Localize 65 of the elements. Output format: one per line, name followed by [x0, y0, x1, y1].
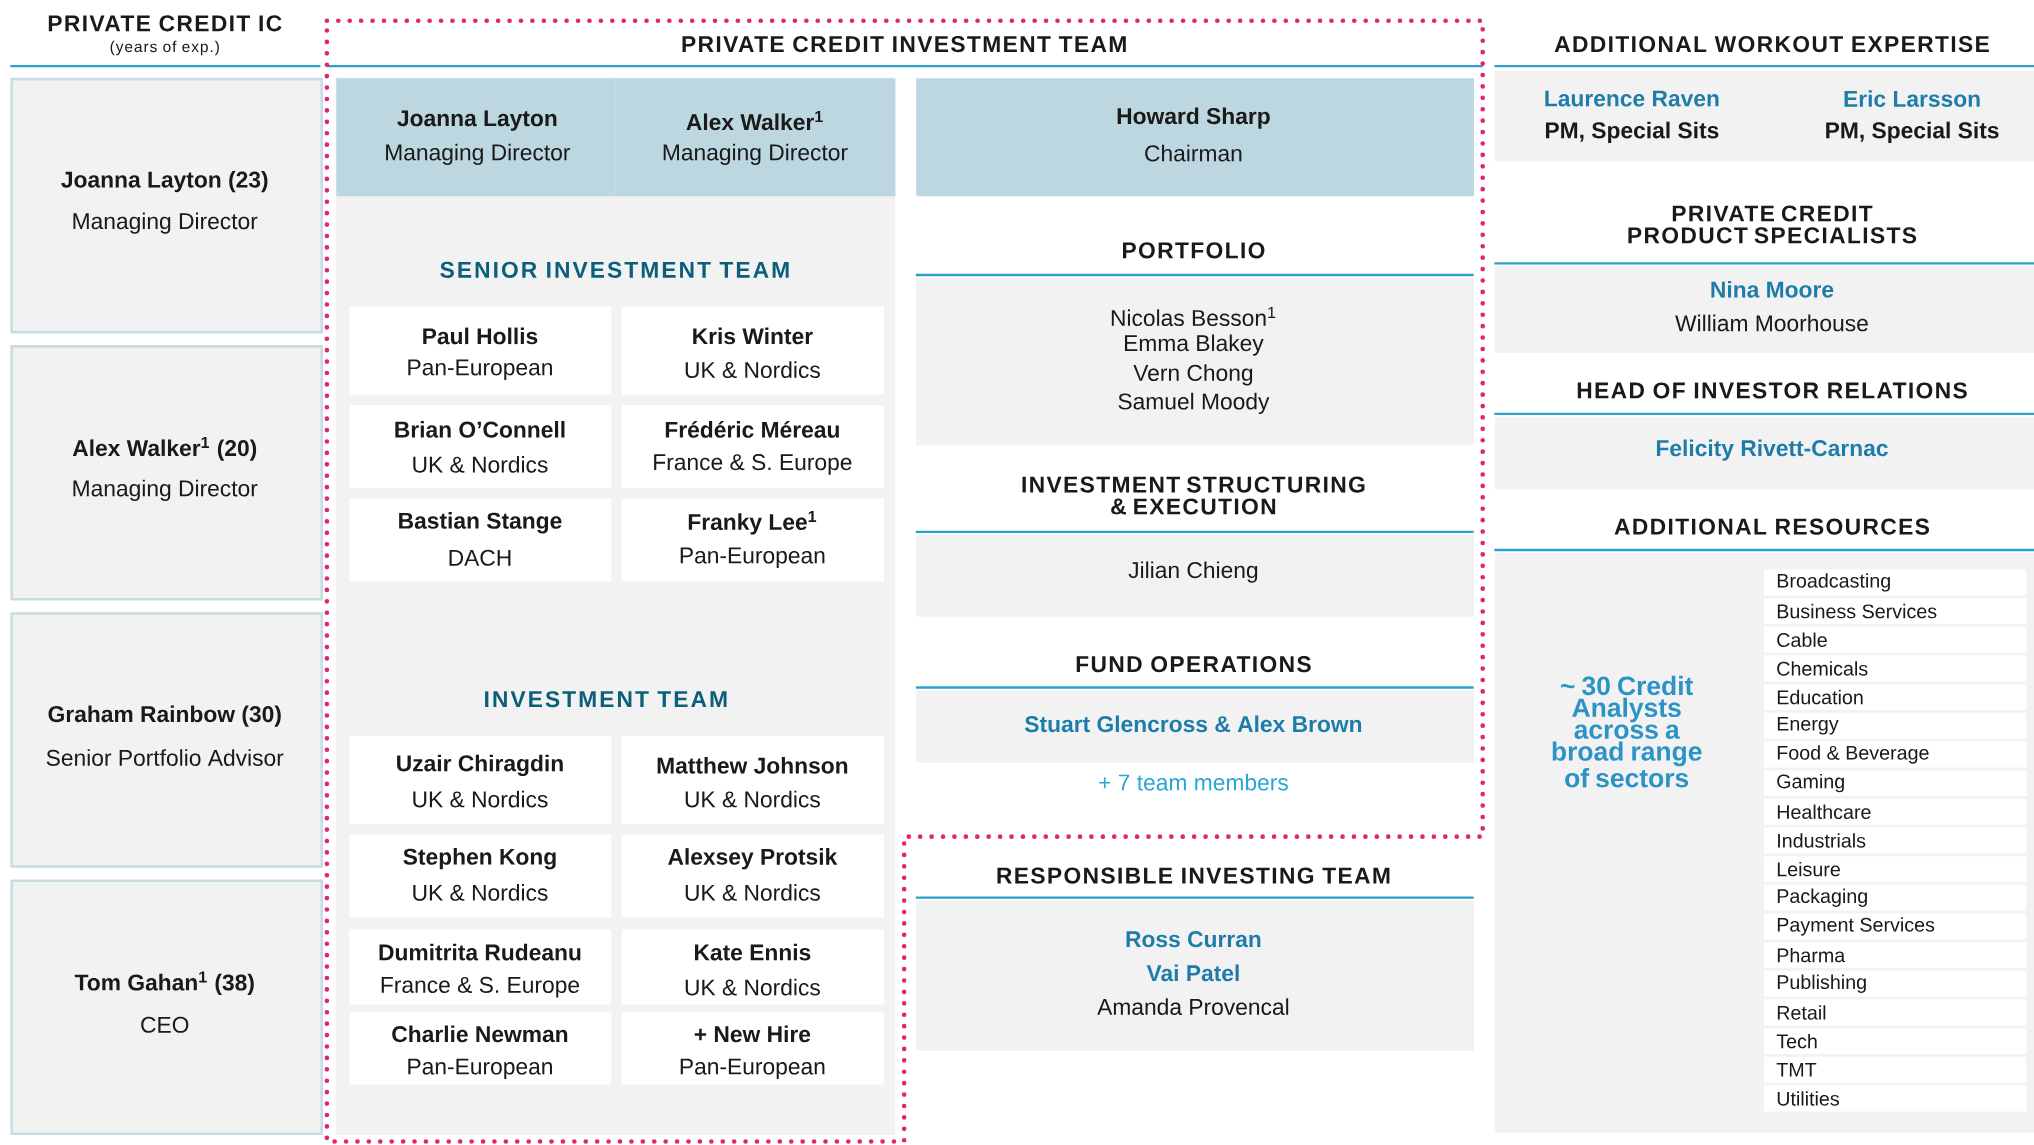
person-card: Joanna Layton (23) Managing Director: [10, 77, 323, 334]
sector-row: Healthcare: [1764, 798, 2027, 825]
sector-row: Leisure: [1764, 855, 2027, 882]
sector-row: Utilities: [1764, 1085, 2027, 1112]
person-card: Tom Gahan$^{1}$ (38) CEO: [10, 879, 323, 1135]
team-section: HEAD OF INVESTOR RELATIONS Felicity Rivett-Carnac: [1494, 382, 2034, 490]
person-card: Franky Lee$^{1}$ Pan-European: [621, 498, 884, 582]
node-label: PORTFOLIO: [1122, 242, 1265, 259]
person-card: Alexsey Protsik UK & Nordics: [621, 834, 884, 918]
person-card: Matthew Johnson UK & Nordics: [621, 735, 884, 824]
team-section: RESPONSIBLE INVESTING TEAM Ross Curran Vai Patel Amanda Provencal: [916, 867, 1474, 1051]
sector-row: Food & Beverage: [1764, 741, 2027, 768]
team-section: PRIVATE CREDIT PRODUCT SPECIALISTS Nina Moore William Moorhouse: [1494, 205, 2034, 353]
person-card: Kate Ennis UK & Nordics: [621, 928, 884, 1005]
sector-row: Payment Services: [1764, 913, 2027, 940]
node-label: + 7 team members: [1099, 773, 1288, 791]
node-label: Managing Director: [386, 143, 571, 165]
node-label: PRIVATE CREDIT PRODUCT SPECIALISTS: [1628, 205, 1917, 244]
sector-row: Packaging: [1764, 884, 2027, 911]
person-card: Joanna Layton Managing Director: [336, 78, 616, 197]
sector-row: TMT: [1764, 1056, 2027, 1083]
sector-row: Pharma: [1764, 941, 2027, 968]
sector-row: Education: [1764, 683, 2027, 710]
sector-row: Publishing: [1764, 970, 2027, 997]
person-card: Alex Walker$^{1}$ Managing Director: [615, 78, 896, 197]
sector-row: Cable: [1764, 626, 2027, 653]
team-section: PORTFOLIO Nicolas Besson$^{1}$ Emma Blakey Vern Chong Samuel Moody: [916, 242, 1474, 446]
sector-row: Energy: [1764, 712, 2027, 739]
person-card: Graham Rainbow (30) Senior Portfolio Advisor: [10, 612, 323, 868]
node-label: RESPONSIBLE INVESTING TEAM: [997, 867, 1390, 884]
person-card: Dumitrita Rudeanu France & S. Europe: [349, 928, 612, 1005]
sector-row: Tech: [1764, 1027, 2027, 1054]
node-label: ADDITIONAL WORKOUT EXPERTISE: [1554, 35, 1989, 52]
section-heading: INVESTMENT TEAM: [485, 690, 727, 708]
person-card: Paul Hollis Pan-European: [349, 306, 612, 395]
sector-row: Retail: [1764, 999, 2027, 1026]
section-heading: SENIOR INVESTMENT TEAM: [440, 261, 789, 278]
person-card: + New Hire Pan-European: [621, 1011, 884, 1085]
sector-row: Chemicals: [1764, 655, 2027, 682]
section-heading: PRIVATE CREDIT IC: [48, 15, 282, 32]
team-section: FUND OPERATIONS Stuart Glencross & Alex Brown + 7 team members: [916, 655, 1474, 791]
sector-row: Gaming: [1764, 769, 2027, 796]
person-card: Uzair Chiragdin UK & Nordics: [349, 735, 612, 824]
sector-row: Industrials: [1764, 827, 2027, 854]
subheading: (years of exp.): [110, 40, 219, 55]
team-section: INVESTMENT STRUCTURING & EXECUTION Jilian Chieng: [916, 476, 1474, 617]
sector-row: Business Services: [1764, 597, 2027, 624]
node-label: INVESTMENT STRUCTURING & EXECUTION: [1022, 476, 1365, 515]
node-label: FUND OPERATIONS: [1076, 655, 1311, 673]
person-entry: Laurence Raven PM, Special Sits: [1545, 90, 1719, 143]
node-label: ADDITIONAL RESOURCES: [1614, 518, 1929, 535]
person-card: Howard Sharp Chairman: [916, 78, 1474, 197]
person-entry: Eric Larsson PM, Special Sits: [1826, 90, 1999, 143]
person-card: Bastian Stange DACH: [349, 498, 612, 582]
person-card: Charlie Newman Pan-European: [349, 1011, 612, 1085]
person-card: Stephen Kong UK & Nordics: [349, 834, 612, 918]
node-label: HEAD OF INVESTOR RELATIONS: [1577, 382, 1967, 399]
sector-row: Broadcasting: [1764, 569, 2027, 596]
person-card: Kris Winter UK & Nordics: [621, 306, 884, 395]
person-card: Alex Walker$^{1}$ (20) Managing Director: [10, 344, 323, 601]
person-card: Frédéric Méreau France & S. Europe: [621, 404, 884, 488]
node-label: Alex Walker$^{1}$: [686, 110, 823, 130]
node-label: Joanna Layton: [397, 110, 557, 131]
node-label: Managing Director: [663, 143, 848, 165]
person-card: Brian O’Connell UK & Nordics: [349, 404, 612, 488]
